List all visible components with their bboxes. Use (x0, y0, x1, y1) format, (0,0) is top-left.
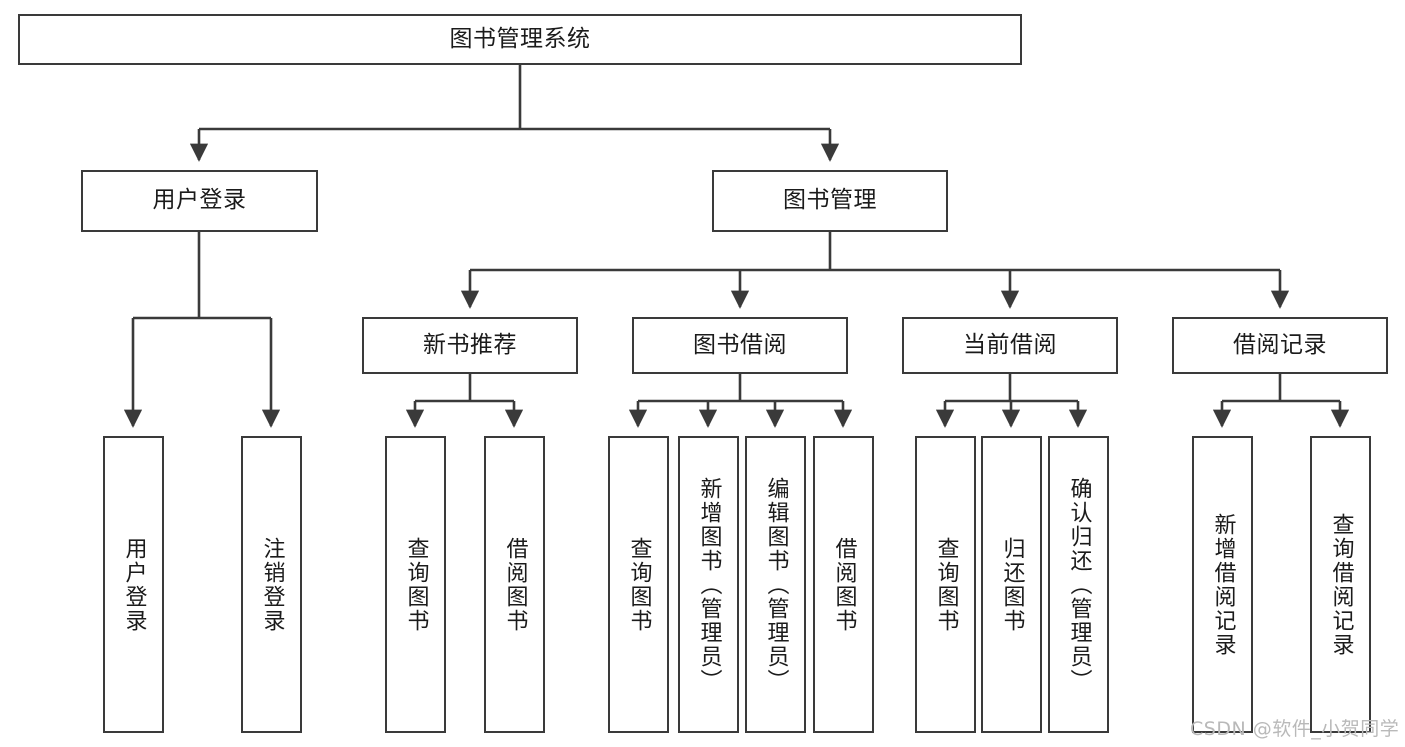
leaf-label: 新增借阅记录 (1210, 512, 1236, 657)
leaf-label: 新增图书（管理员） (696, 476, 722, 693)
leaf-add-record[interactable]: 新增借阅记录 (1192, 436, 1253, 733)
leaf-borrow-book-2[interactable]: 借阅图书 (813, 436, 874, 733)
leaf-add-book[interactable]: 新增图书（管理员） (678, 436, 739, 733)
node-book-borrow[interactable]: 图书借阅 (632, 317, 848, 374)
leaf-query-book-2[interactable]: 查询图书 (608, 436, 669, 733)
leaf-query-book-3[interactable]: 查询图书 (915, 436, 976, 733)
leaf-label: 编辑图书（管理员） (763, 476, 789, 693)
node-current-borrow[interactable]: 当前借阅 (902, 317, 1118, 374)
leaf-label: 确认归还（管理员） (1066, 476, 1092, 693)
node-borrow-record[interactable]: 借阅记录 (1172, 317, 1388, 374)
leaf-label: 查询图书 (626, 536, 652, 633)
leaf-edit-book[interactable]: 编辑图书（管理员） (745, 436, 806, 733)
leaf-label: 用户登录 (121, 536, 147, 633)
leaf-label: 注销登录 (259, 536, 285, 633)
leaf-query-record[interactable]: 查询借阅记录 (1310, 436, 1371, 733)
leaf-logout-login[interactable]: 注销登录 (241, 436, 302, 733)
leaf-confirm-return[interactable]: 确认归还（管理员） (1048, 436, 1109, 733)
leaf-label: 查询图书 (933, 536, 959, 633)
node-book-manage[interactable]: 图书管理 (712, 170, 948, 232)
leaf-label: 查询借阅记录 (1328, 512, 1354, 657)
leaf-query-book-1[interactable]: 查询图书 (385, 436, 446, 733)
node-root-system[interactable]: 图书管理系统 (18, 14, 1022, 65)
leaf-return-book[interactable]: 归还图书 (981, 436, 1042, 733)
leaf-label: 归还图书 (999, 536, 1025, 633)
leaf-user-login[interactable]: 用户登录 (103, 436, 164, 733)
csdn-watermark: CSDN @软件_小贺同学 (1190, 718, 1400, 740)
node-user-login[interactable]: 用户登录 (81, 170, 318, 232)
leaf-label: 查询图书 (403, 536, 429, 633)
leaf-label: 借阅图书 (502, 536, 528, 633)
node-new-book-recommend[interactable]: 新书推荐 (362, 317, 578, 374)
leaf-label: 借阅图书 (831, 536, 857, 633)
leaf-borrow-book-1[interactable]: 借阅图书 (484, 436, 545, 733)
